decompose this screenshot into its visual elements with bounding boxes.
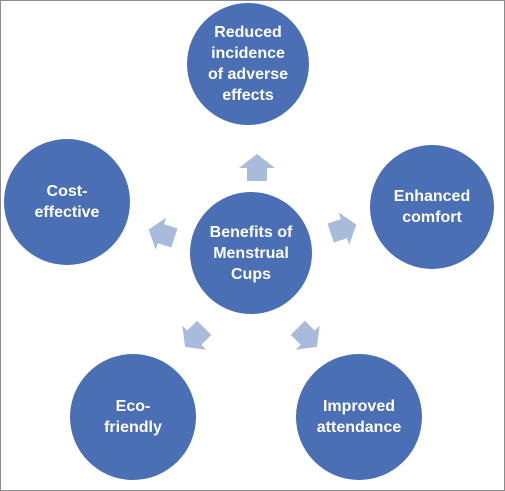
node-label: Cost- effective <box>34 183 100 221</box>
node-enhanced-comfort: Enhanced comfort <box>370 145 494 269</box>
node-eco-friendly: Eco- friendly <box>70 354 196 480</box>
node-label: Eco- friendly <box>104 398 162 436</box>
node-reduced-adverse-effects: Reduced incidence of adverse effects <box>187 3 309 125</box>
node-label: Improved attendance <box>316 398 402 436</box>
node-label: Enhanced comfort <box>393 188 471 226</box>
center-label: Benefits of Menstrual Cups <box>209 223 293 283</box>
node-label: Reduced incidence of adverse effects <box>207 24 289 104</box>
center-node-benefits: Benefits of Menstrual Cups <box>190 192 312 314</box>
node-improved-attendance: Improved attendance <box>296 354 422 480</box>
node-cost-effective: Cost- effective <box>4 139 130 265</box>
